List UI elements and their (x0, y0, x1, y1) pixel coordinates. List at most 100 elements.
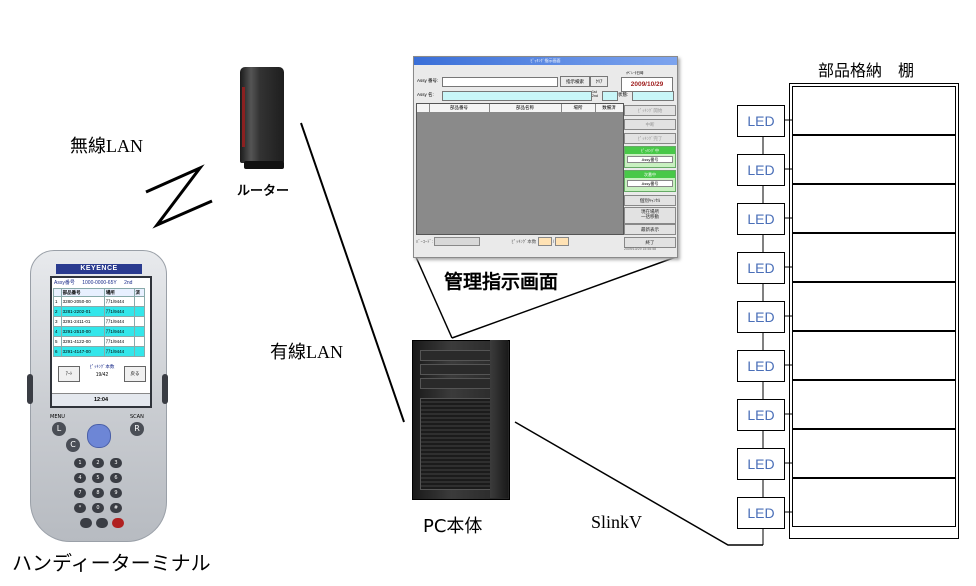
terminal-header-order: 2nd (124, 280, 133, 286)
l-key[interactable]: L (52, 422, 66, 436)
cell-location: ｱｱ1/9444 (103, 306, 135, 317)
cell-done (133, 336, 146, 347)
cell-location: ｱｱ1/9444 (103, 296, 135, 307)
shelf-cell (792, 282, 956, 331)
assy-no-input[interactable] (442, 77, 558, 87)
shelf-cell (792, 380, 956, 429)
terminal-header-assy-no: 1000-0000-65Y (82, 280, 117, 286)
key-0[interactable]: 0 (92, 503, 104, 513)
led-connectors (784, 119, 792, 513)
terminal-keypad: MENU SCAN L R C 1 2 3 4 5 6 7 8 9 * 0 # (30, 410, 165, 535)
terminal-picking-count: ﾋﾟｯｷﾝｸﾞ本数 19/42 (84, 364, 120, 378)
r-key[interactable]: R (130, 422, 144, 436)
cell-index: 2 (53, 306, 62, 317)
led-indicator: LED (737, 105, 785, 137)
cell-location: ｱｱ1/9444 (103, 336, 135, 347)
shelf-cell (792, 233, 956, 282)
clear-button[interactable]: ｸﾘｱ (590, 76, 608, 87)
start-picking-button[interactable]: ﾋﾟｯｷﾝｸﾞ開始 (624, 105, 676, 116)
router-stand (244, 161, 284, 169)
pc-label: PC本体 (423, 516, 483, 537)
key-hash[interactable]: # (110, 503, 122, 513)
cell-index: 6 (53, 346, 62, 357)
router-image (240, 67, 286, 170)
callout-right (451, 256, 677, 339)
cell-location: ｱｱ1/9444 (103, 326, 135, 337)
barcode-input[interactable] (434, 237, 481, 247)
key-5[interactable]: 5 (92, 473, 104, 483)
grid-col-select (417, 104, 430, 112)
bulk-move-button[interactable]: 現在場所 一括移動 (624, 207, 676, 224)
shelf-cell (792, 478, 956, 527)
cell-index: 1 (53, 296, 62, 307)
led-indicator: LED (737, 399, 785, 431)
key-bottom-mid[interactable] (96, 518, 108, 528)
power-key[interactable] (112, 518, 124, 528)
key-star[interactable]: * (74, 503, 86, 513)
terminal-col-part-no: 部品番号 (60, 288, 105, 297)
key-9[interactable]: 9 (110, 488, 122, 498)
cancel-individual-button[interactable]: 個別ｷｬﾝｾﾙ (624, 195, 676, 206)
scan-key-label: SCAN (130, 414, 144, 420)
cell-done (133, 346, 146, 357)
wireless-lan-label: 無線LAN (70, 136, 143, 156)
grid-col-count: 数備済 (602, 105, 616, 110)
mgmt-datetime-label: ｵﾍﾟﾚｰﾀ日時 (626, 71, 644, 75)
cell-part-no: 3291-2411-01 (60, 316, 105, 327)
terminal-label: ハンディーターミナル (12, 551, 211, 575)
callout-left (415, 256, 453, 339)
key-6[interactable]: 6 (110, 473, 122, 483)
cell-done (133, 306, 146, 317)
c-key[interactable]: C (66, 438, 80, 452)
cell-part-no: 3281-2202-01 (60, 306, 105, 317)
mgmt-datetime: 2009/10/29 09:18:18 (621, 77, 673, 101)
key-7[interactable]: 7 (74, 488, 86, 498)
order-second-label: 2nd (592, 94, 598, 98)
mgmt-assy-name-label: Assy 名: (417, 92, 434, 97)
key-1[interactable]: 1 (74, 458, 86, 468)
assy-name-field (442, 91, 592, 101)
shelf-frame (789, 83, 959, 539)
dpad-icon[interactable] (87, 424, 111, 448)
terminal-left-button[interactable]: ｱｰﾄ (58, 366, 80, 382)
grid-col-location: 場所 (561, 104, 596, 112)
key-3[interactable]: 3 (110, 458, 122, 468)
grid-col-part-name: 部品名称 (489, 104, 562, 112)
key-4[interactable]: 4 (74, 473, 86, 483)
key-bottom-left[interactable] (80, 518, 92, 528)
refresh-button[interactable]: 最新表示 (624, 224, 676, 235)
cell-index: 3 (53, 316, 62, 327)
shelf-cell (792, 429, 956, 478)
picking-group: ﾋﾟｯｷﾝｸﾞ中 Assy番号 (624, 146, 676, 168)
pause-button[interactable]: 中断 (624, 119, 676, 130)
mgmt-parts-grid[interactable]: 部品番号 部品名称 場所 数備済 (416, 103, 624, 235)
terminal-screen-buttons: ｱｰﾄ ﾋﾟｯｷﾝｸﾞ本数 19/42 戻る (56, 364, 146, 388)
cell-part-no: 3291-2510-00 (60, 326, 105, 337)
pc-tower-image (412, 340, 510, 500)
order-field (602, 91, 618, 101)
led-indicator: LED (737, 448, 785, 480)
led-indicator: LED (737, 301, 785, 333)
terminal-back-button[interactable]: 戻る (124, 366, 146, 382)
state-field (632, 91, 674, 101)
mgmt-state-label: 状態: (618, 92, 629, 97)
router-stripe (242, 87, 245, 147)
search-button[interactable]: 指示検索 (560, 76, 590, 87)
mgmt-menubar (414, 65, 677, 70)
terminal-side-key-right (162, 374, 168, 404)
cell-done (133, 316, 146, 327)
key-8[interactable]: 8 (92, 488, 104, 498)
key-2[interactable]: 2 (92, 458, 104, 468)
complete-picking-button[interactable]: ﾋﾟｯｷﾝｸﾞ完了 (624, 133, 676, 144)
exit-button[interactable]: 終了 (624, 237, 676, 248)
router-body (240, 67, 284, 163)
management-screen-label: 管理指示画面 (444, 271, 559, 293)
cell-location: ｱｱ1/9444 (103, 316, 135, 327)
terminal-col-location: 場所 (103, 288, 135, 297)
